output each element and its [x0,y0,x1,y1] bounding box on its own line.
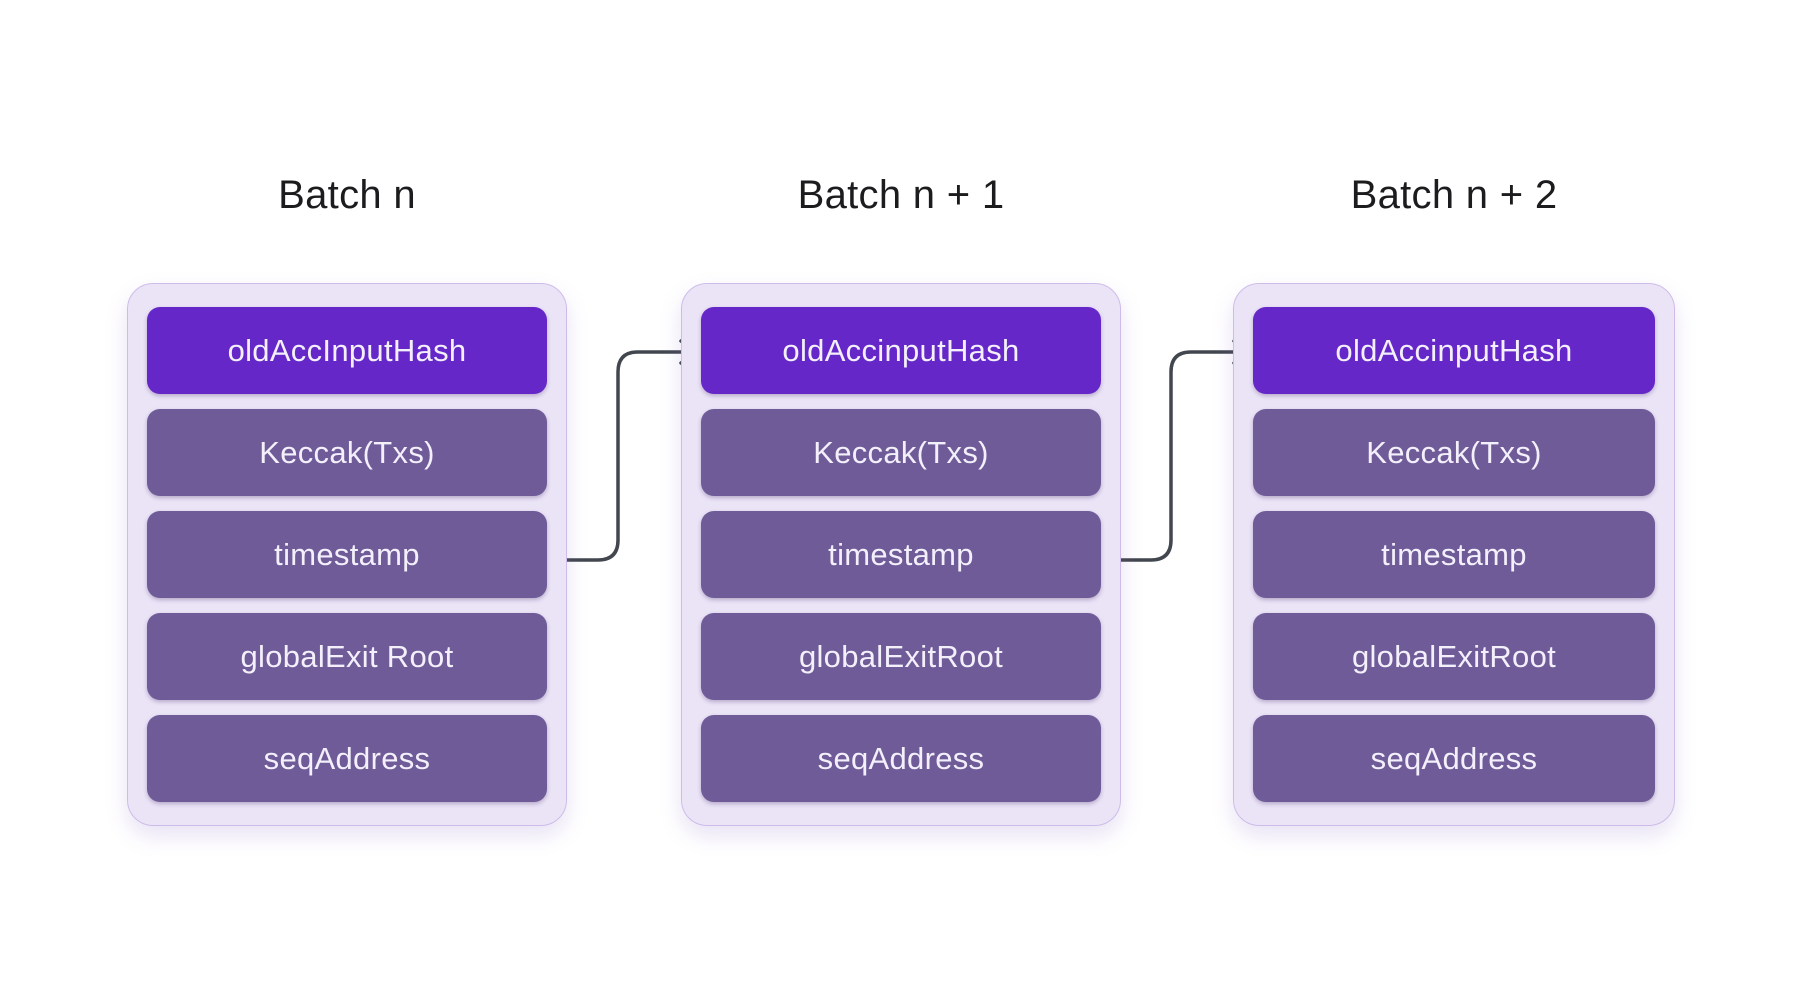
arrow-batch-n1-to-n2-icon [1103,339,1251,562]
batch-n-title: Batch n [278,173,416,217]
batch-n1-card: oldAccinputHash Keccak(Txs) timestamp gl… [681,283,1121,826]
field-seq-address: seqAddress [701,715,1101,802]
field-old-acc-input-hash: oldAccinputHash [1253,307,1655,394]
field-old-acc-input-hash: oldAccInputHash [147,307,547,394]
batch-n2-title: Batch n + 2 [1350,173,1558,217]
field-global-exit-root: globalExitRoot [701,613,1101,700]
field-seq-address: seqAddress [147,715,547,802]
field-global-exit-root: globalExitRoot [1253,613,1655,700]
field-old-acc-input-hash: oldAccinputHash [701,307,1101,394]
field-timestamp: timestamp [701,511,1101,598]
batch-n-card: oldAccInputHash Keccak(Txs) timestamp gl… [127,283,567,826]
field-keccak-txs: Keccak(Txs) [147,409,547,496]
arrow-batch-n-to-n1-icon [550,339,698,562]
field-global-exit-root: globalExit Root [147,613,547,700]
field-timestamp: timestamp [1253,511,1655,598]
batch-n1-title: Batch n + 1 [797,173,1005,217]
field-keccak-txs: Keccak(Txs) [1253,409,1655,496]
field-timestamp: timestamp [147,511,547,598]
field-keccak-txs: Keccak(Txs) [701,409,1101,496]
field-seq-address: seqAddress [1253,715,1655,802]
batch-n2-card: oldAccinputHash Keccak(Txs) timestamp gl… [1233,283,1675,826]
